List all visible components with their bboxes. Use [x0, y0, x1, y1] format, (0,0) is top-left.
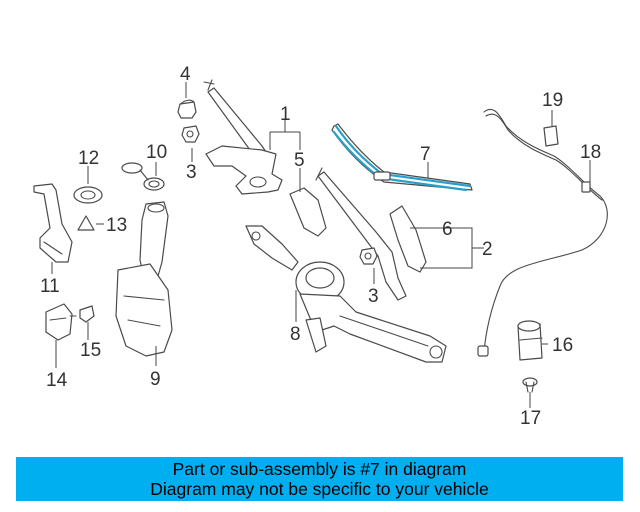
callout-3-left: 3: [186, 162, 197, 183]
part-8-wiper-linkage[interactable]: [245, 225, 447, 363]
callout-9: 9: [150, 369, 161, 390]
part-4-cap[interactable]: [177, 99, 197, 119]
callout-4: 4: [180, 64, 191, 85]
callout-16: 16: [552, 335, 573, 356]
callout-17: 17: [520, 408, 541, 429]
part-17-grommet[interactable]: [522, 377, 538, 393]
part-1-wiper-arm-left[interactable]: [203, 79, 283, 195]
callout-7: 7: [420, 144, 431, 165]
callout-11: 11: [40, 276, 60, 297]
callout-2: 2: [482, 239, 493, 260]
part-11-bracket[interactable]: [33, 183, 73, 263]
part-9-washer-reservoir[interactable]: [115, 201, 173, 357]
part-15-seal[interactable]: [79, 305, 95, 323]
part-16-washer-nozzle[interactable]: [517, 320, 543, 361]
part-19-connector[interactable]: [543, 125, 559, 147]
callout-18: 18: [580, 142, 601, 163]
part-13-clip[interactable]: [77, 215, 95, 231]
callout-8: 8: [290, 324, 301, 345]
callout-6: 6: [442, 219, 453, 240]
part-6-cover[interactable]: [389, 205, 427, 273]
part-18-washer-hose[interactable]: [477, 108, 608, 357]
part-14-washer-pump[interactable]: [45, 303, 77, 341]
part-7-wiper-blade[interactable]: [331, 123, 473, 192]
callout-3-right: 3: [368, 286, 379, 307]
part-12-grommet[interactable]: [73, 186, 103, 204]
callout-13: 13: [106, 215, 127, 236]
callout-19: 19: [542, 90, 563, 111]
callout-15: 15: [80, 340, 101, 361]
info-banner: Part or sub-assembly is #7 in diagram Di…: [16, 457, 623, 501]
callout-1: 1: [280, 104, 291, 125]
part-3-nut-right[interactable]: [359, 247, 378, 265]
banner-line-2: Diagram may not be specific to your vehi…: [150, 479, 489, 499]
leader-lines: [51, 82, 591, 408]
banner-line-1: Part or sub-assembly is #7 in diagram: [172, 459, 467, 479]
callout-5: 5: [294, 150, 305, 171]
callout-12: 12: [78, 148, 99, 169]
callout-10: 10: [146, 142, 167, 163]
part-3-nut-left[interactable]: [181, 125, 200, 143]
part-5-cover[interactable]: [289, 187, 327, 237]
part-10-filler-cap[interactable]: [121, 162, 165, 191]
callout-14: 14: [46, 370, 68, 391]
